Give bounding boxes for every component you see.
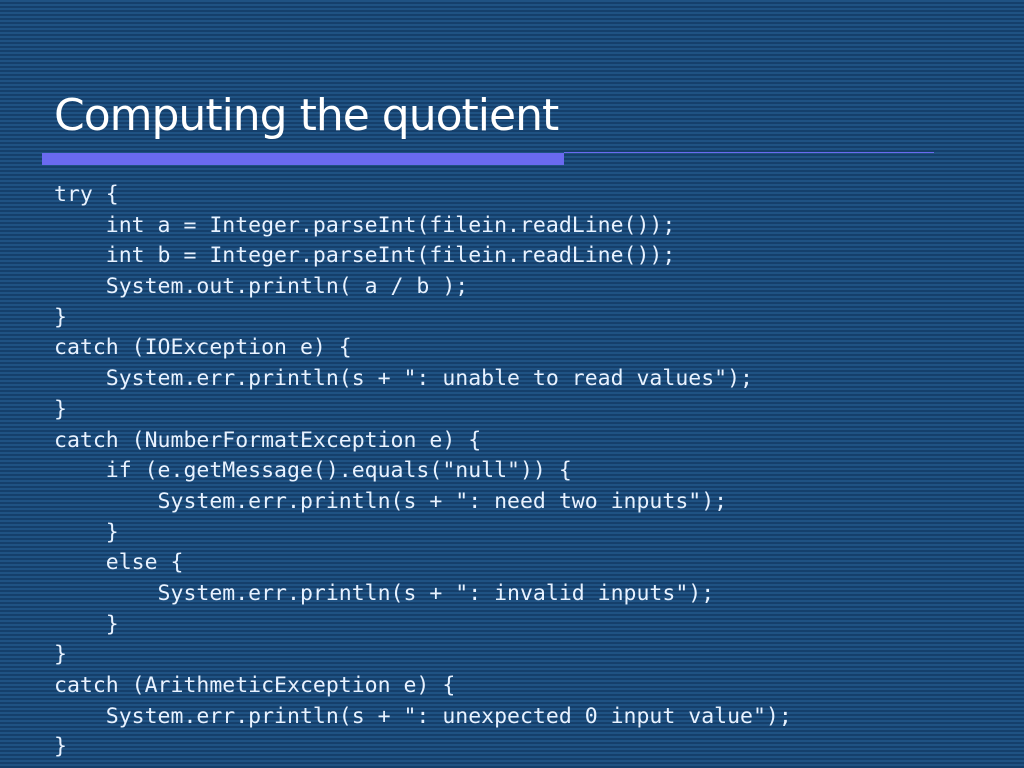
code-line: System.err.println(s + ": need two input…	[54, 488, 728, 514]
code-line: catch (IOException e) {	[54, 335, 352, 361]
code-line: }	[54, 519, 119, 545]
code-line: }	[54, 642, 67, 668]
code-line: }	[54, 734, 67, 760]
code-line: System.err.println(s + ": unable to read…	[54, 366, 753, 392]
code-line: catch (NumberFormatException e) {	[54, 427, 482, 453]
code-line: }	[54, 396, 67, 422]
code-line: System.err.println(s + ": unexpected 0 i…	[54, 703, 792, 729]
code-line: }	[54, 611, 119, 637]
title-underline-rule	[564, 152, 934, 153]
code-block: try { int a = Integer.parseInt(filein.re…	[54, 180, 792, 763]
code-line: catch (ArithmeticException e) {	[54, 673, 456, 698]
code-line: }	[54, 304, 67, 330]
code-line: else {	[54, 550, 184, 576]
slide-title: Computing the quotient	[54, 90, 559, 141]
code-line: int b = Integer.parseInt(filein.readLine…	[54, 243, 676, 269]
code-line: try {	[54, 182, 119, 207]
code-line: System.out.println( a / b );	[54, 274, 469, 300]
code-line: System.err.println(s + ": invalid inputs…	[54, 580, 715, 606]
title-underline-bar	[42, 153, 564, 165]
code-line: int a = Integer.parseInt(filein.readLine…	[54, 212, 676, 238]
code-line: if (e.getMessage().equals("null")) {	[54, 458, 572, 484]
